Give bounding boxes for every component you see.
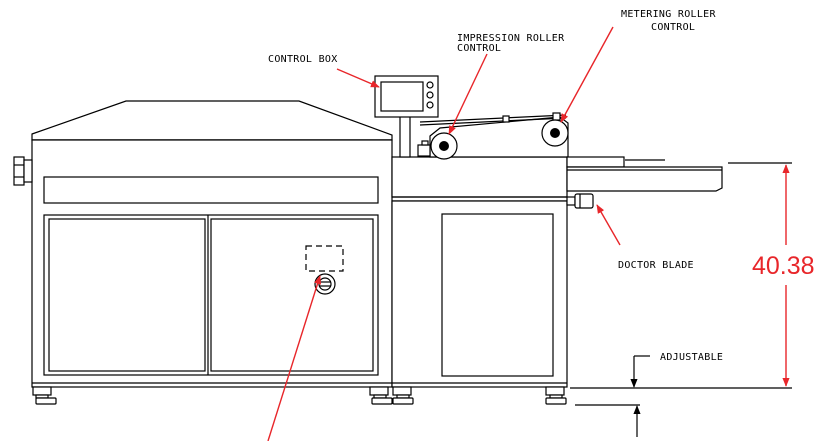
dimension-height-value: 40.38 [752,252,815,280]
cabinet-door-frame [43,214,379,376]
label-doctor-blade: DOCTOR BLADE [618,260,694,271]
hidden-panel-outline [305,245,344,272]
cabinet-upper-panel [43,176,379,204]
control-box [374,75,439,118]
annotation-leaders [267,26,790,441]
cabinet-body [31,139,393,388]
side-latch-icon [13,156,33,186]
metering-roller-icon [541,119,569,147]
coater-lower-housing [391,200,568,388]
control-screen [380,81,424,112]
leader-control-box [336,68,380,88]
label-impression-roller: IMPRESSION ROLLER [457,33,565,44]
leader-doctor-blade [596,204,621,246]
label-metering-roller-line2: CONTROL [651,22,695,33]
label-control-box: CONTROL BOX [268,54,338,65]
coater-access-door [441,213,554,377]
impression-roller-icon [430,132,458,160]
left-cabinet [13,100,393,405]
label-metering-roller: METERING ROLLER [621,9,716,20]
dimension-lines [570,162,792,437]
coater-unit [374,75,723,405]
cabinet-door-left [48,218,206,372]
doctor-blade-knob-icon [566,193,594,209]
label-impression-roller-line2: CONTROL [457,43,501,54]
feed-table [566,156,723,192]
leader-impression-roller [448,53,488,135]
leader-door-knob [267,275,321,441]
cabinet-door-right [210,218,374,372]
coater-upper-housing [391,156,568,198]
roller-side-frame [429,116,569,158]
leader-metering-roller [560,26,614,123]
label-adjustable: ADJUSTABLE [660,352,723,363]
cabinet-hood [31,100,393,141]
